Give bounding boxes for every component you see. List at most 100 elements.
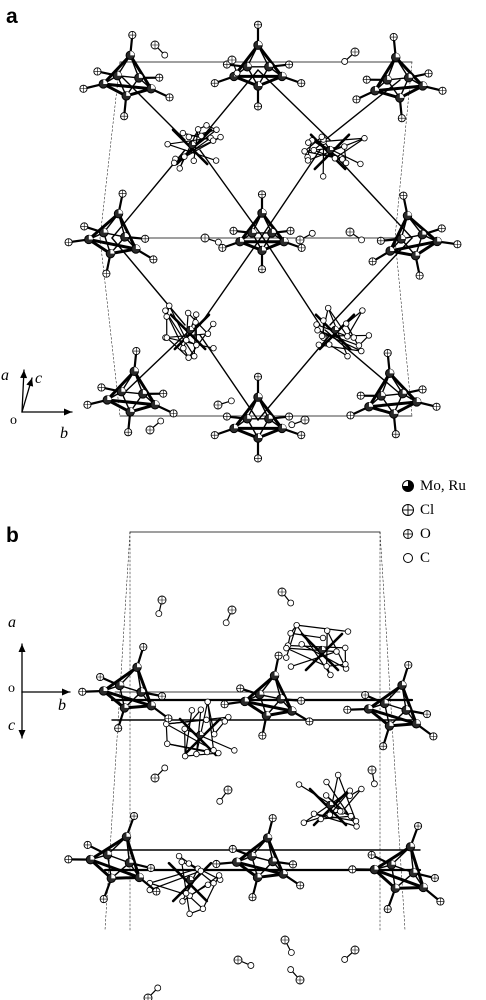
carbon-atom [213,126,220,133]
metal-atom-highlight [121,387,126,392]
carbon-atom [337,808,344,815]
carbon-atom [163,334,170,341]
carbon-atom [210,747,217,754]
metal-atom-highlight [138,73,144,78]
carbon-atom [217,133,224,141]
metal-metal-bond [238,211,264,244]
metal-atom-highlight [280,694,286,699]
organic-bond [165,723,168,745]
panel-b-structure-drawing [18,531,445,1000]
metal-atom-highlight [126,91,131,96]
carbon-atom [211,730,218,738]
metal-atom-highlight [368,402,374,407]
carbon-atom [317,815,324,823]
carbon-atom [204,881,212,889]
metal-metal-bond [232,395,260,430]
metal-atom-highlight [395,53,400,58]
organic-bond [328,343,349,357]
carbon-atom [210,879,217,887]
carbon-atom [344,628,352,635]
carbon-atom [164,140,171,148]
carbon-atom [192,319,199,326]
metal-atom-highlight [387,75,392,80]
panel-b-axis-a-label: a [8,614,16,631]
metal-atom-highlight [407,211,412,216]
carbon-atom [342,644,349,652]
panel-b-axis-c-arrow-head [18,730,26,738]
metal-metal-bond [101,53,132,86]
metal-atom-highlight [422,81,427,86]
metal-atom-highlight [124,703,129,708]
metal-atom-highlight [139,873,144,878]
carbon-atom [179,898,186,905]
carbon-atom [203,716,210,724]
carbon-atom [287,630,294,637]
carbon-atom [361,135,368,142]
hydrogen-bond-chain [329,237,413,326]
metal-atom-highlight [126,832,131,837]
carbon-atom [339,156,346,163]
panel-b-axis-a-arrow-head [18,644,26,652]
carbon-atom [346,792,353,800]
carbon-atom [333,648,340,655]
metal-atom-highlight [259,690,264,695]
carbon-atom [154,984,162,992]
organic-bond [289,632,324,639]
organic-bond [149,868,199,884]
carbon-atom [181,752,189,760]
carbon-atom [288,421,296,429]
metal-metal-bond [273,674,294,713]
metal-metal-bond [87,237,138,251]
carbon-atom [203,748,211,756]
metal-atom-highlight [391,860,396,865]
metal-atom-highlight [155,400,160,405]
carbon-atom [161,51,169,59]
carbon-atom [181,725,188,733]
organic-bond [187,323,214,359]
metal-atom-highlight [247,414,252,419]
metal-atom-highlight [142,389,148,394]
metal-metal-bond [372,868,425,889]
unit-cell-edge [379,531,406,931]
metal-atom-highlight [129,858,134,863]
carbon-atom [323,663,330,670]
metal-atom-highlight [322,646,326,650]
metal-atom-highlight [395,884,400,889]
carbon-atom [326,811,333,819]
organic-bond [149,870,202,891]
hydrogen-bond-chain [261,235,321,326]
metal-atom-highlight [330,801,334,805]
metal-atom-highlight [234,424,239,429]
metal-atom-highlight [390,246,395,252]
carbon-atom [310,146,318,154]
metal-metal-bond [88,858,141,879]
carbon-atom [186,910,193,918]
metal-metal-bond [394,55,425,88]
organic-bond [334,137,366,159]
organic-bond [303,136,323,152]
metal-atom-highlight [402,681,407,686]
metal-atom-highlight [151,84,156,89]
metal-atom-highlight [119,681,124,686]
carbon-atom [358,785,365,793]
metal-atom-highlight [103,686,108,691]
carbon-atom [370,780,378,788]
metal-atom-highlight [111,874,116,879]
carbon-atom [184,309,192,317]
metal-atom-highlight [257,873,262,878]
hydrogen-bond-chain [199,149,263,237]
organic-bond [165,716,229,725]
carbon-atom [193,750,200,758]
organic-bond [184,709,193,757]
panel-a-origin-label: o [10,413,17,428]
metal-atom-highlight [258,81,263,86]
metal-metal-bond [124,835,141,879]
metal-atom-highlight [130,51,135,56]
carbon-atom [342,661,349,668]
panel-b-axis-c-label: c [8,717,16,734]
carbon-atom [331,155,339,162]
carbon-atom [334,771,342,779]
legend-item-oxygen: O [401,522,486,546]
metal-atom-highlight [374,865,379,870]
metal-atom-highlight [190,876,194,880]
